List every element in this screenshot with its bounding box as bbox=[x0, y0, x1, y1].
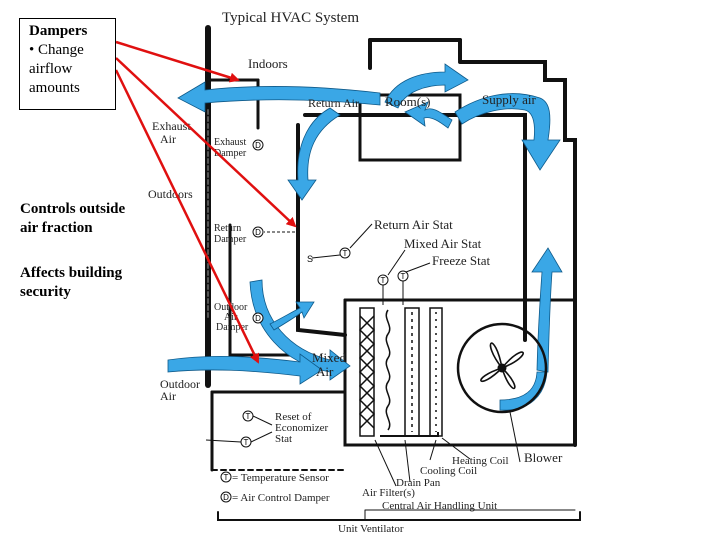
outdoor-damper-symbol: D bbox=[252, 312, 264, 324]
airflow-room-exit bbox=[384, 63, 469, 109]
svg-text:D: D bbox=[223, 493, 229, 502]
airflow-outdoor-in bbox=[167, 353, 323, 385]
svg-text:D: D bbox=[255, 228, 261, 237]
security-line-1: Affects building bbox=[20, 265, 123, 281]
arrow-dampers-to-outdoor bbox=[114, 69, 260, 364]
freeze-stat-symbol: T bbox=[397, 270, 409, 305]
economizer-stat-1: T bbox=[242, 410, 273, 426]
diagram-labels: Indoors Room(s) Supply air Return Air Ex… bbox=[148, 56, 563, 535]
controls-line-1: Controls outside bbox=[20, 201, 126, 217]
arrow-dampers-to-top bbox=[115, 40, 240, 83]
airflow-outdoor-damper bbox=[269, 301, 315, 331]
airflow-return-top bbox=[177, 81, 381, 113]
economizer-stat-2: T bbox=[205, 431, 273, 448]
airflow-blower-up bbox=[531, 247, 563, 373]
security-line-2: security bbox=[20, 284, 71, 300]
label-outdoor-air-damper-2: Air bbox=[224, 312, 238, 323]
air-filter bbox=[358, 307, 376, 437]
label-air-filters: Air Filter(s) bbox=[362, 487, 415, 499]
label-heating-coil: Heating Coil bbox=[452, 455, 509, 467]
label-mixed-air-1: Mixed bbox=[312, 350, 346, 365]
label-mixed-air-stat: Mixed Air Stat bbox=[404, 236, 482, 251]
label-cooling-coil: Cooling Coil bbox=[420, 465, 477, 477]
airflow-supply-return-left bbox=[404, 101, 453, 129]
label-return-damper-1: Return bbox=[214, 223, 241, 234]
arrow-dampers-to-return bbox=[115, 57, 297, 228]
airflow-arrows bbox=[167, 63, 563, 411]
mixed-air-stat-symbol: T bbox=[377, 274, 389, 305]
label-reset-1: Reset of bbox=[275, 411, 312, 423]
label-exhaust-damper-2: Damper bbox=[214, 148, 247, 159]
return-air-stat-symbol: T S bbox=[307, 247, 351, 264]
controls-callout: Controls outside air fraction bbox=[20, 200, 125, 238]
dampers-line-1: • Change bbox=[29, 42, 84, 58]
legend-temp-symbol: T bbox=[220, 471, 232, 483]
label-outdoors: Outdoors bbox=[148, 187, 193, 201]
label-drain-pan: Drain Pan bbox=[396, 477, 441, 489]
legend-damper-symbol: D bbox=[220, 491, 232, 503]
dampers-callout-box: Dampers • Change airflow amounts bbox=[19, 18, 116, 110]
return-damper-symbol: D bbox=[252, 226, 264, 238]
legend-temp-label: = Temperature Sensor bbox=[232, 472, 329, 484]
label-indoors: Indoors bbox=[248, 56, 288, 71]
security-callout: Affects building security bbox=[20, 264, 122, 302]
label-exhaust-air-2: Air bbox=[160, 132, 176, 146]
airflow-return-down bbox=[287, 107, 341, 201]
label-reset-2: Economizer bbox=[275, 422, 328, 434]
label-outdoor-air-damper-3: Damper bbox=[216, 322, 249, 333]
cooling-coil bbox=[385, 307, 420, 437]
svg-text:T: T bbox=[244, 438, 249, 447]
heating-coil bbox=[429, 307, 443, 437]
svg-text:T: T bbox=[224, 473, 229, 482]
diagram-title: Typical HVAC System bbox=[222, 10, 359, 26]
blower-fan bbox=[456, 322, 548, 414]
exhaust-damper-symbol: D bbox=[252, 139, 264, 151]
label-reset-3: Stat bbox=[275, 433, 292, 445]
dampers-line-3: amounts bbox=[29, 80, 80, 96]
legend-damper-label: = Air Control Damper bbox=[232, 492, 330, 504]
label-rooms: Room(s) bbox=[385, 94, 431, 109]
airflow-supply-top bbox=[454, 93, 561, 171]
label-exhaust-damper-1: Exhaust bbox=[214, 137, 246, 148]
label-mixed-air-2: Air bbox=[316, 364, 334, 379]
label-return-damper-2: Damper bbox=[214, 234, 247, 245]
svg-text:T: T bbox=[343, 249, 348, 258]
label-return-air-stat: Return Air Stat bbox=[374, 217, 453, 232]
label-blower: Blower bbox=[524, 450, 563, 465]
label-supply-air: Supply air bbox=[482, 92, 536, 107]
drain-pan bbox=[380, 432, 439, 437]
controls-line-2: air fraction bbox=[20, 220, 93, 236]
dampers-title: Dampers bbox=[29, 23, 88, 39]
svg-text:S: S bbox=[307, 254, 313, 264]
label-freeze-stat: Freeze Stat bbox=[432, 253, 491, 268]
dampers-line-2: airflow bbox=[29, 61, 73, 77]
svg-text:T: T bbox=[381, 276, 386, 285]
svg-text:D: D bbox=[255, 314, 261, 323]
svg-text:D: D bbox=[255, 141, 261, 150]
label-central-ahu: Central Air Handling Unit bbox=[382, 500, 497, 512]
label-unit-ventilator: Unit Ventilator bbox=[338, 523, 404, 535]
label-return-air-top: Return Air bbox=[308, 96, 359, 110]
leader-lines bbox=[264, 223, 521, 487]
symbols: D D D T S T T T bbox=[205, 139, 409, 503]
svg-text:T: T bbox=[401, 272, 406, 281]
label-exhaust-air-1: Exhaust bbox=[152, 119, 191, 133]
callout-arrows bbox=[114, 40, 297, 364]
label-outdoor-air-1: Outdoor bbox=[160, 377, 200, 391]
label-outdoor-air-2: Air bbox=[160, 389, 176, 403]
svg-text:T: T bbox=[246, 412, 251, 421]
